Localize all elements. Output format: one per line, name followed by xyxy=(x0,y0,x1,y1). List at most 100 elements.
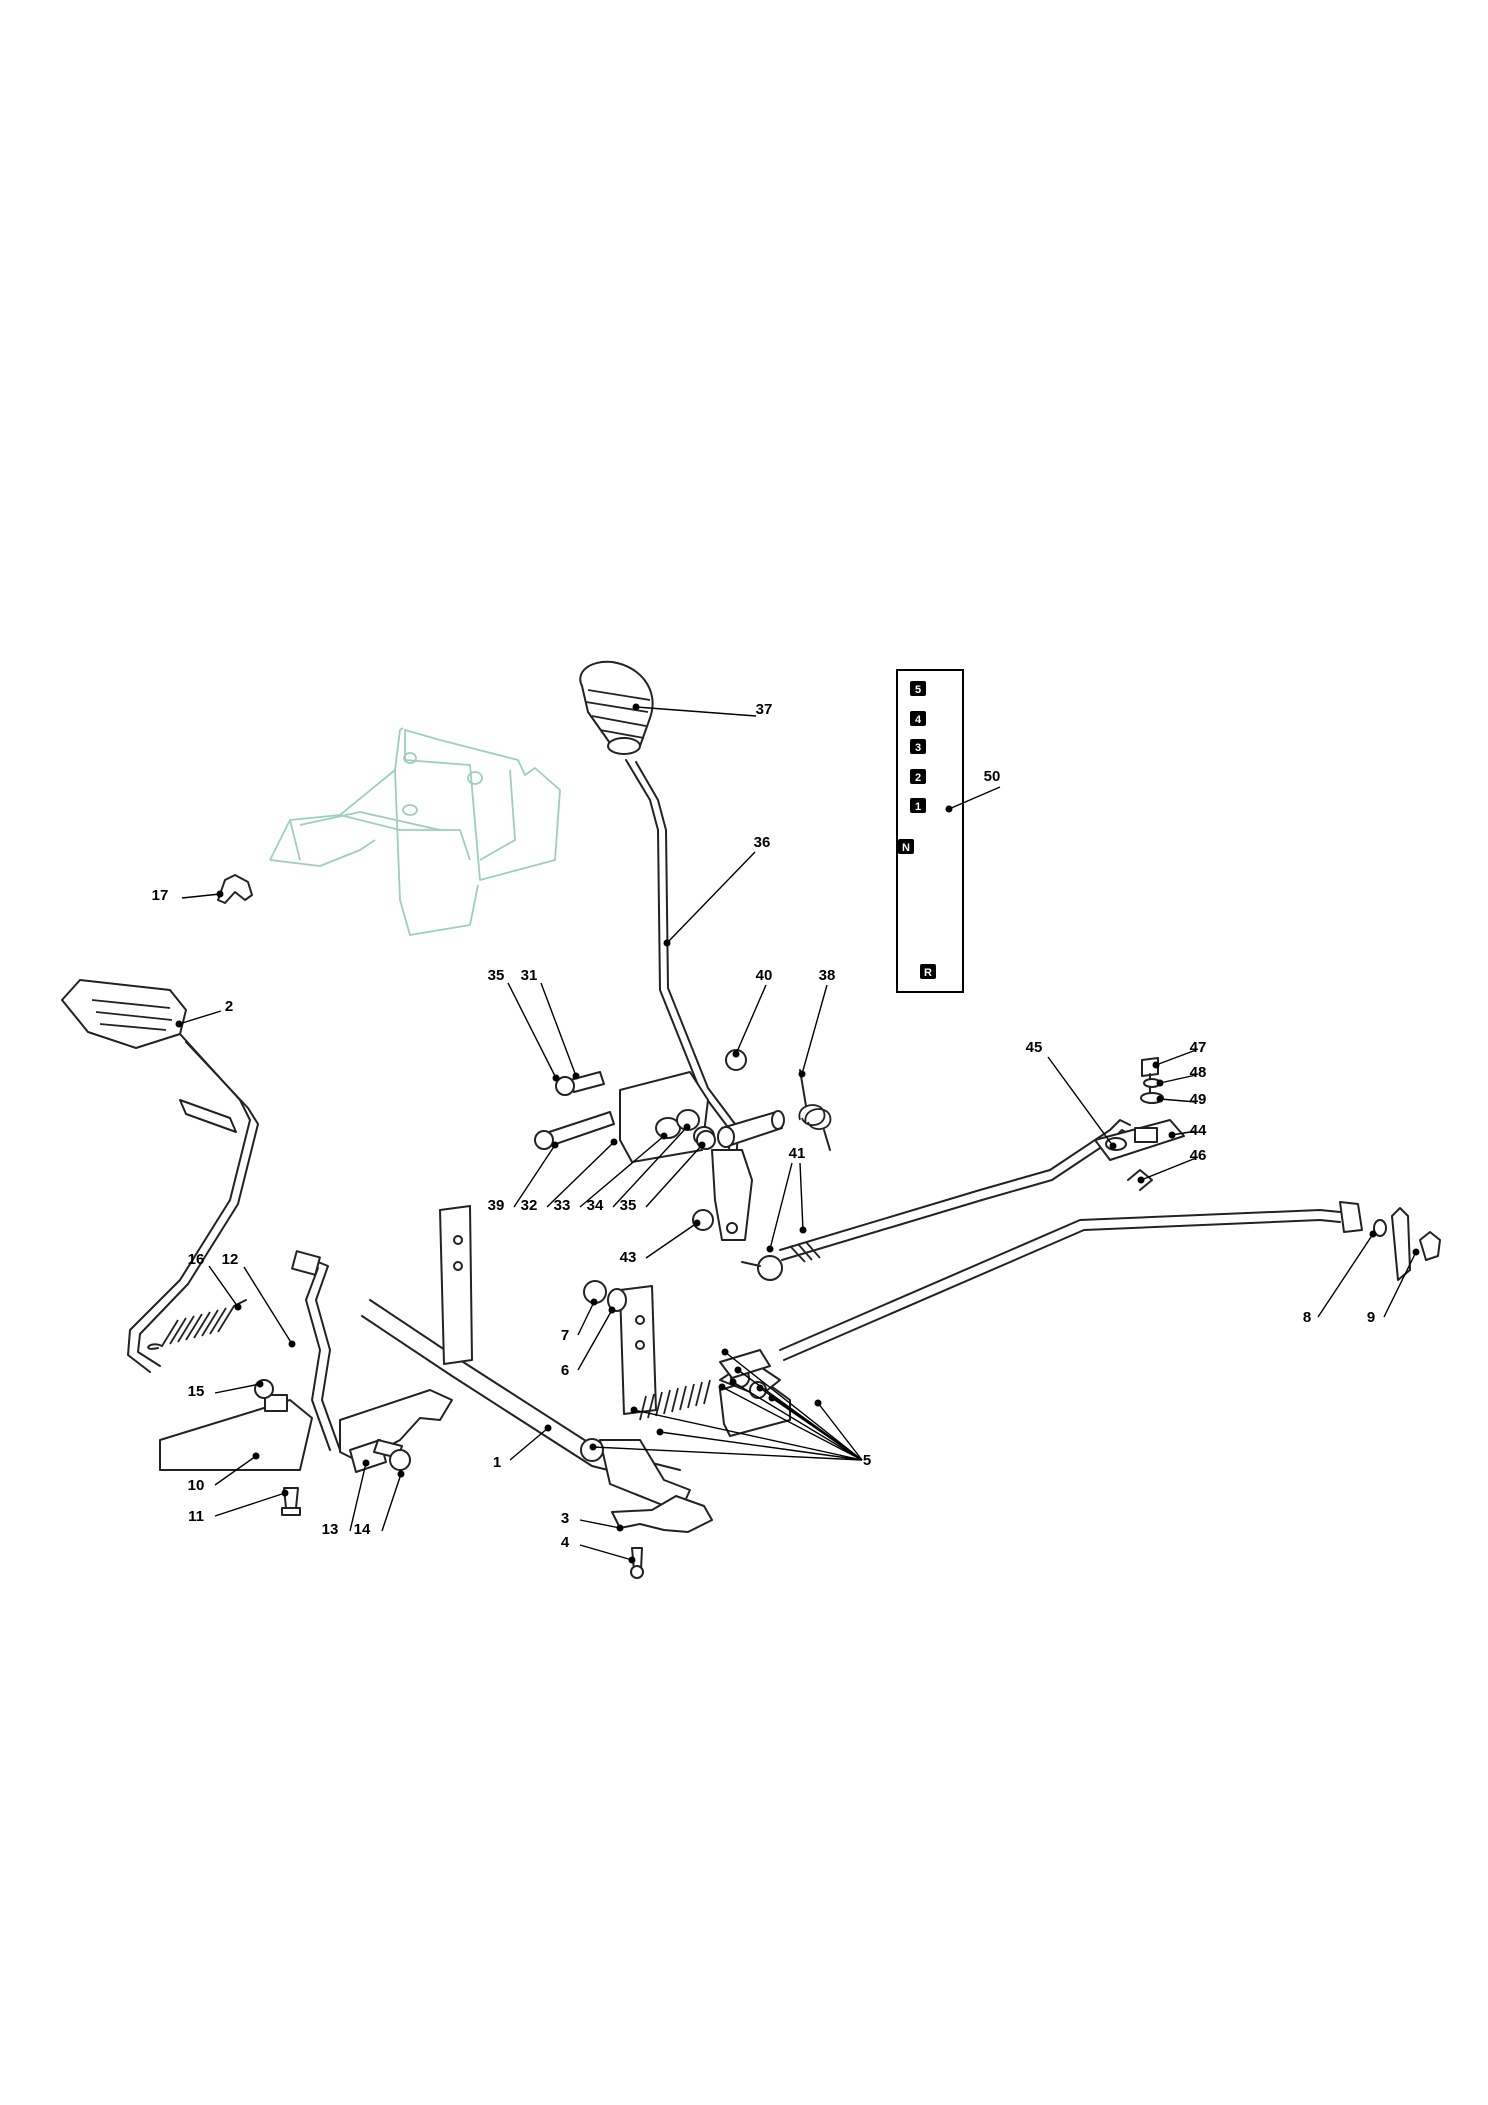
callout-leader-c44 xyxy=(1171,1130,1197,1136)
gear-badge-3 xyxy=(910,739,926,754)
callout-label-c13: 13 xyxy=(322,1521,339,1538)
callout-label-c50: 50 xyxy=(984,768,1001,785)
callout-pointer-dot-c5-3 xyxy=(768,1394,776,1402)
callout-leader-c5-5 xyxy=(659,1431,863,1461)
callout-leader-c16 xyxy=(208,1265,239,1308)
bolt-14 xyxy=(373,1439,411,1471)
callout-label-c37: 37 xyxy=(756,701,773,718)
callout-leader-c46 xyxy=(1140,1157,1197,1181)
gear-lever-36 xyxy=(625,759,753,1241)
callout-label-c4: 4 xyxy=(561,1534,570,1551)
gear-badge-4 xyxy=(910,711,926,726)
callout-leader-c13 xyxy=(349,1462,367,1532)
callout-leader-c48 xyxy=(1159,1074,1197,1084)
dashboard-shroud-ghost xyxy=(269,727,561,936)
callout-pointer-dot-c9 xyxy=(1412,1248,1420,1256)
link-rod-12 xyxy=(291,1250,341,1451)
callout-leader-c5-4 xyxy=(732,1381,863,1461)
callout-leader-c34 xyxy=(612,1126,688,1208)
callout-pointer-dot-c41 xyxy=(766,1245,774,1253)
callout-leader-c39 xyxy=(513,1144,556,1208)
callout-pointer-dot-c41-b xyxy=(799,1226,807,1234)
callout-pointer-dot-c7 xyxy=(590,1298,598,1306)
callout-label-c9: 9 xyxy=(1367,1309,1375,1326)
callout-pointer-dot-c46 xyxy=(1137,1176,1145,1184)
torsion-spring-38 xyxy=(798,1069,832,1151)
callout-pointer-dot-c16 xyxy=(234,1303,242,1311)
gear-label-1: 1 xyxy=(915,801,921,813)
callout-pointer-dot-c43 xyxy=(693,1219,701,1227)
gear-badge-N xyxy=(898,839,914,854)
callout-pointer-dot-c1 xyxy=(544,1424,552,1432)
callout-pointer-dot-c13 xyxy=(362,1459,370,1467)
gear-badge-1 xyxy=(910,798,926,813)
callout-leader-c31 xyxy=(540,982,577,1077)
callout-label-c2: 2 xyxy=(225,998,233,1015)
gear-label-4: 4 xyxy=(915,714,922,726)
callout-pointer-dot-c35b xyxy=(698,1141,706,1149)
callout-leader-c5-6 xyxy=(592,1446,863,1461)
callout-leader-c49 xyxy=(1159,1098,1197,1103)
bracket-10 xyxy=(159,1394,313,1471)
gear-label-3: 3 xyxy=(915,742,921,754)
callout-label-c40: 40 xyxy=(756,967,773,984)
callout-leader-c5-0 xyxy=(724,1351,863,1461)
callout-leader-c38 xyxy=(801,984,828,1075)
callout-label-c1: 1 xyxy=(493,1454,501,1471)
callout-leader-c1 xyxy=(509,1427,549,1461)
callout-leader-c37 xyxy=(635,706,757,717)
callout-label-c35a: 35 xyxy=(488,967,505,984)
callout-pointer-dot-c34 xyxy=(683,1123,691,1131)
callout-pointer-dot-c11 xyxy=(281,1489,289,1497)
clevis-9 xyxy=(1391,1207,1441,1281)
clamp-3 xyxy=(611,1495,713,1533)
callout-pointer-dot-c5 xyxy=(814,1399,822,1407)
callout-leader-c40 xyxy=(735,984,767,1055)
callout-label-c5: 5 xyxy=(863,1452,871,1469)
callout-leader-c33 xyxy=(579,1135,665,1208)
callout-pointer-dot-c5-7 xyxy=(630,1406,638,1414)
callout-label-c43: 43 xyxy=(620,1249,637,1266)
callout-leader-c4 xyxy=(579,1544,633,1561)
callout-pointer-dot-c37 xyxy=(632,703,640,711)
callout-label-c33: 33 xyxy=(554,1197,571,1214)
callout-label-c17: 17 xyxy=(152,887,169,904)
callout-label-c11: 11 xyxy=(188,1508,204,1525)
callout-pointer-dot-c2 xyxy=(175,1020,183,1028)
callout-pointer-dot-c44 xyxy=(1168,1131,1176,1139)
callout-leader-c41-b xyxy=(799,1162,804,1231)
callout-pointer-dot-c6 xyxy=(608,1306,616,1314)
callout-leader-c15 xyxy=(214,1383,261,1394)
callout-leader-c43 xyxy=(645,1222,698,1259)
gear-badge-R xyxy=(920,964,936,979)
callout-leader-c11 xyxy=(214,1492,286,1517)
callout-pointer-dot-c8 xyxy=(1369,1230,1377,1238)
spring-16 xyxy=(147,1299,247,1350)
callout-label-c14: 14 xyxy=(354,1521,371,1538)
callout-leader-c7 xyxy=(577,1301,595,1336)
callout-pointer-dot-c40 xyxy=(732,1050,740,1058)
callout-pointer-dot-c5-5 xyxy=(656,1428,664,1436)
pedal-2 xyxy=(61,979,259,1373)
callout-label-c46: 46 xyxy=(1190,1147,1207,1164)
callout-label-c45: 45 xyxy=(1026,1039,1043,1056)
spring-5 xyxy=(580,1349,791,1513)
callout-leader-c35b xyxy=(645,1144,703,1208)
callout-leader-c5 xyxy=(817,1402,863,1461)
callout-label-c32: 32 xyxy=(521,1197,538,1214)
callout-pointer-dot-c48 xyxy=(1156,1079,1164,1087)
bracket-17 xyxy=(217,874,253,904)
gear-label-5: 5 xyxy=(915,684,921,696)
callout-leader-c5-8 xyxy=(721,1386,863,1461)
callout-pointer-dot-c4 xyxy=(628,1556,636,1564)
callout-pointer-dot-c17 xyxy=(216,890,224,898)
pivot-bracket xyxy=(534,1071,715,1163)
callout-label-c49: 49 xyxy=(1190,1091,1207,1108)
callout-label-c12: 12 xyxy=(222,1251,239,1268)
washer-6 xyxy=(607,1288,627,1312)
callout-leader-c45 xyxy=(1047,1056,1114,1147)
gear-badge-2 xyxy=(910,769,926,784)
linkage-rod-41 xyxy=(741,1119,1133,1281)
callout-pointer-dot-c14 xyxy=(397,1470,405,1478)
callout-label-c36: 36 xyxy=(754,834,771,851)
